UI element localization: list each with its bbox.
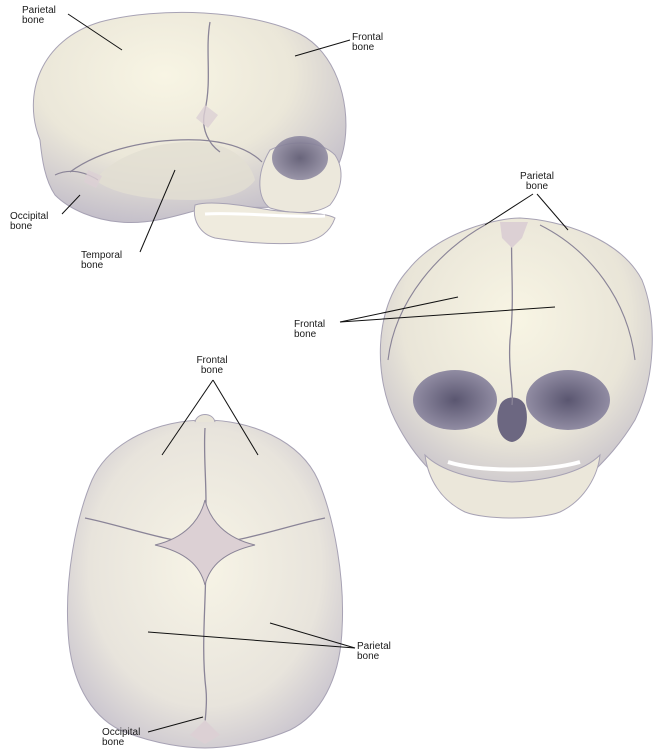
label-lateral-temporal: Temporal bone <box>81 251 122 271</box>
superior-skull <box>67 415 342 749</box>
lateral-orbit <box>272 136 328 180</box>
anterior-skull <box>380 218 652 518</box>
label-anterior-frontal: Frontal bone <box>294 320 325 340</box>
label-superior-frontal: Frontal bone <box>190 356 234 376</box>
anterior-cranium <box>380 218 652 505</box>
label-superior-occipital: Occipital bone <box>102 728 140 748</box>
label-lateral-parietal: Parietal bone <box>22 6 56 26</box>
lateral-skull <box>33 12 346 243</box>
anterior-left-orbit <box>413 370 497 430</box>
label-superior-parietal: Parietal bone <box>357 642 391 662</box>
label-lateral-occipital: Occipital bone <box>10 212 48 232</box>
label-anterior-parietal: Parietal bone <box>515 172 559 192</box>
label-lateral-frontal: Frontal bone <box>352 33 383 53</box>
anterior-right-orbit <box>526 370 610 430</box>
